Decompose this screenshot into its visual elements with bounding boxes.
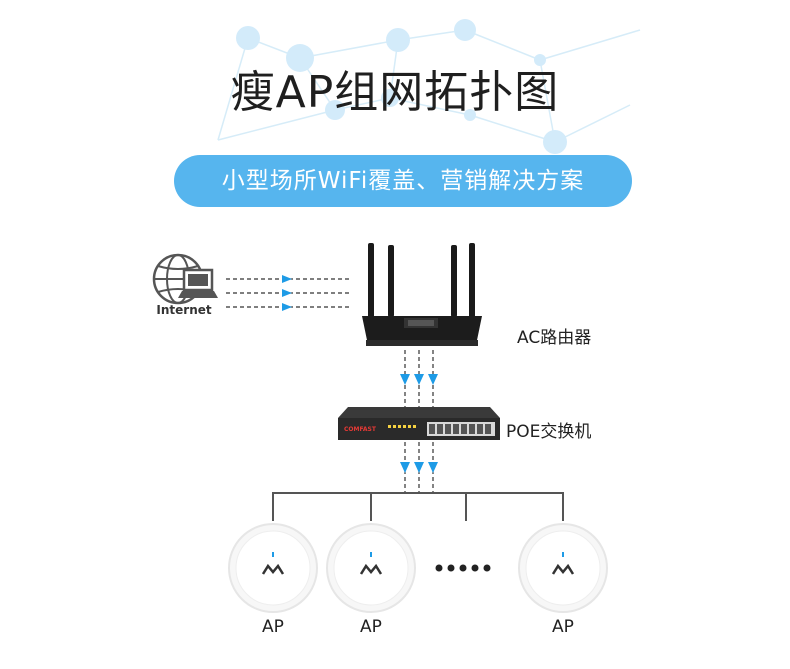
router-icon — [362, 243, 482, 346]
ellipsis-icon — [435, 564, 491, 572]
switch-brand: COMFAST — [344, 426, 377, 433]
node-icon — [381, 89, 399, 107]
phone-icon — [236, 26, 260, 50]
ap-device-1 — [228, 523, 318, 613]
ap-device-2 — [326, 523, 416, 613]
background-network-graphic — [217, 19, 641, 154]
arrow-icon — [428, 374, 438, 385]
arrow-icon — [428, 462, 438, 473]
ap-device-3 — [518, 523, 608, 613]
subtitle-banner: 小型场所WiFi覆盖、营销解决方案 — [174, 155, 632, 207]
ap-label: AP — [552, 617, 574, 637]
page-title: 瘦AP组网拓扑图 — [230, 67, 560, 118]
ap-label: AP — [262, 617, 284, 637]
internet-label: Internet — [156, 303, 211, 317]
arrow-icon — [414, 374, 424, 385]
arrow-icon — [282, 289, 292, 297]
arrow-icon — [400, 374, 410, 385]
node-icon — [464, 109, 476, 121]
arrow-icon — [282, 303, 292, 311]
internet-icon — [152, 253, 218, 305]
user-icon — [325, 100, 345, 120]
wifi-icon — [386, 28, 410, 52]
arrow-icon — [400, 462, 410, 473]
share-icon — [543, 130, 567, 154]
node-icon — [534, 54, 546, 66]
arrow-icon — [414, 462, 424, 473]
ap-label: AP — [360, 617, 382, 637]
arrow-icon — [282, 275, 292, 283]
mail-icon — [454, 19, 476, 41]
cloud-icon — [286, 44, 314, 72]
router-label: AC路由器 — [517, 328, 591, 348]
switch-label: POE交换机 — [506, 422, 591, 442]
distribution-bus — [272, 492, 564, 521]
poe-switch-icon: COMFAST — [338, 407, 500, 440]
